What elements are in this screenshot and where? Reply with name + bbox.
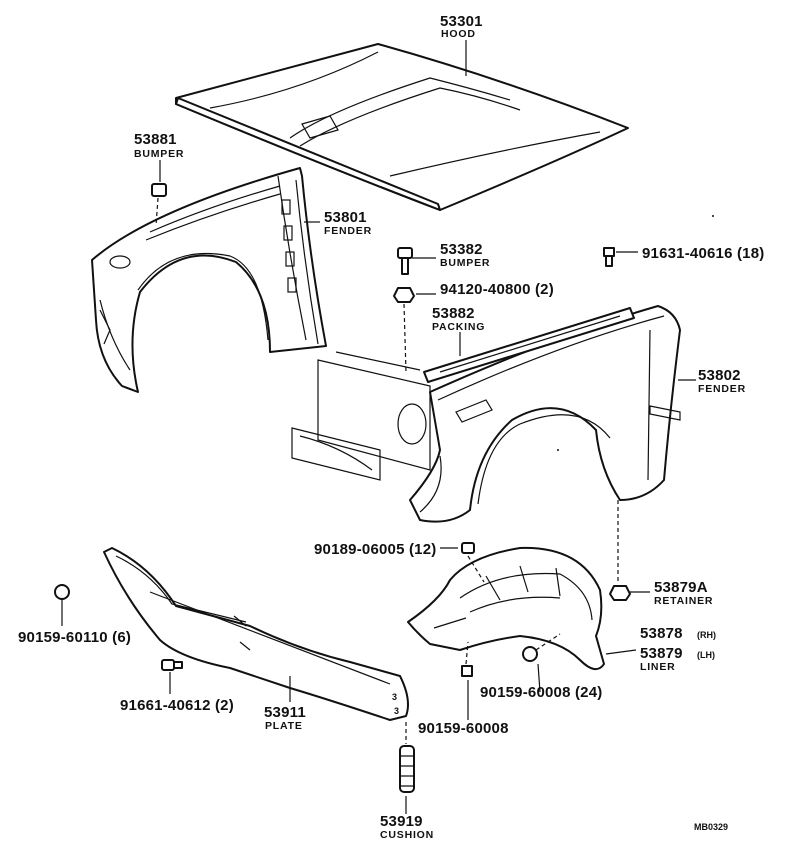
part-label-bumper-right: 53382 BUMPER: [440, 241, 490, 269]
svg-text:53802: 53802: [698, 367, 741, 384]
svg-text:3: 3: [392, 692, 397, 702]
svg-text:BUMPER: BUMPER: [440, 257, 490, 269]
part-label-fender-left: 53801 FENDER: [324, 209, 372, 237]
part-label-liner-lh: 53879 (LH): [640, 645, 715, 662]
svg-text:FENDER: FENDER: [324, 225, 372, 237]
svg-text:MB0329: MB0329: [694, 822, 728, 832]
svg-text:3: 3: [394, 706, 399, 716]
bolt-91631-drawing: [603, 247, 615, 267]
part-label-screw-6: 90159-60110 (6): [18, 629, 131, 646]
svg-text:53301: 53301: [440, 13, 483, 30]
svg-text:(RH): (RH): [697, 630, 716, 640]
cushion-drawing: [399, 722, 415, 793]
part-label-screw-24: 90159-60008 (24): [480, 684, 602, 701]
stray-mark: [712, 215, 714, 217]
part-label-retainer: 53879A RETAINER: [654, 579, 713, 607]
part-label-plate: 53911 PLATE: [264, 704, 306, 732]
svg-text:HOOD: HOOD: [441, 28, 476, 40]
part-label-cushion: 53919 CUSHION: [380, 813, 434, 841]
bolt-91661-drawing: [161, 659, 183, 671]
hood-drawing: [175, 43, 629, 211]
retainer-drawing: [609, 585, 631, 601]
part-label-hood: 53301 HOOD: [440, 13, 483, 40]
svg-text:FENDER: FENDER: [698, 383, 746, 395]
svg-text:53881: 53881: [134, 131, 177, 148]
svg-text:53801: 53801: [324, 209, 367, 226]
svg-text:53879: 53879: [640, 645, 683, 662]
part-label-screw-single: 90159-60008: [418, 720, 509, 737]
svg-text:LINER: LINER: [640, 661, 676, 673]
part-label-liner-rh: 53878 (RH): [640, 625, 716, 642]
leader-lines: [61, 40, 696, 814]
bumper-cushion-left-drawing: [151, 183, 167, 227]
svg-text:RETAINER: RETAINER: [654, 595, 713, 607]
part-label-bumper-left: 53881 BUMPER: [134, 131, 184, 160]
part-label-bolt-18: 91631-40616 (18): [642, 245, 764, 262]
svg-text:91661-40612 (2): 91661-40612 (2): [120, 697, 234, 714]
svg-text:53878: 53878: [640, 625, 683, 642]
svg-text:53911: 53911: [264, 704, 306, 721]
part-label-packing: 53882 PACKING: [432, 305, 485, 333]
diagram-code: MB0329: [694, 822, 728, 832]
plate-drawing: 3 3: [103, 547, 409, 721]
svg-text:90159-60008: 90159-60008: [418, 720, 509, 737]
part-label-bolt-2: 91661-40612 (2): [120, 697, 234, 714]
part-label-nut-2: 94120-40800 (2): [440, 281, 554, 298]
left-fender-drawing: [91, 167, 327, 393]
svg-text:(LH): (LH): [697, 650, 715, 660]
svg-text:53882: 53882: [432, 305, 475, 322]
svg-text:90189-06005 (12): 90189-06005 (12): [314, 541, 436, 558]
svg-text:94120-40800 (2): 94120-40800 (2): [440, 281, 554, 298]
part-label-fender-right: 53802 FENDER: [698, 367, 746, 395]
svg-text:90159-60008 (24): 90159-60008 (24): [480, 684, 602, 701]
screw-single-drawing: [461, 641, 473, 677]
body-structure-drawing: [291, 351, 431, 481]
svg-text:53382: 53382: [440, 241, 483, 258]
svg-text:PACKING: PACKING: [432, 321, 485, 333]
screw-60110-drawing: [54, 584, 70, 600]
svg-text:BUMPER: BUMPER: [134, 148, 184, 160]
svg-text:53879A: 53879A: [654, 579, 708, 596]
packing-strip-drawing: [423, 307, 635, 383]
clip-90189-drawing: [461, 542, 485, 583]
part-label-liner: LINER: [640, 661, 676, 673]
svg-text:CUSHION: CUSHION: [380, 829, 434, 841]
right-fender-drawing: [409, 305, 681, 523]
part-label-clip-12: 90189-06005 (12): [314, 541, 436, 558]
wheel-liner-drawing: [407, 500, 619, 671]
stray-mark: [557, 449, 559, 451]
svg-text:53919: 53919: [380, 813, 423, 830]
bumper-cushion-right-drawing: [393, 247, 415, 373]
svg-text:90159-60110 (6): 90159-60110 (6): [18, 629, 131, 646]
svg-text:91631-40616 (18): 91631-40616 (18): [642, 245, 764, 262]
svg-text:PLATE: PLATE: [265, 720, 303, 732]
screw-24-drawing: [522, 633, 561, 662]
